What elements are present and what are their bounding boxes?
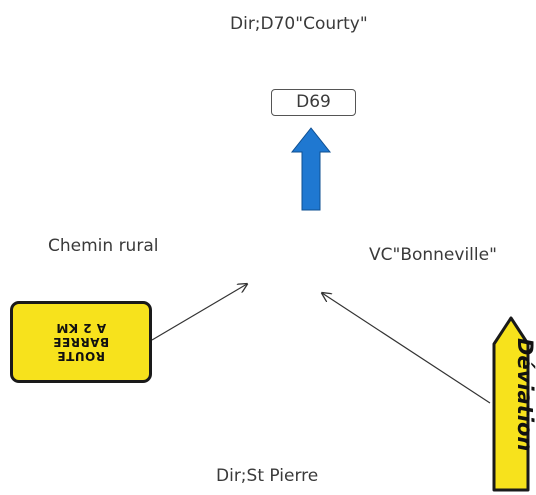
deviation-sign-text: Déviation [513,338,536,451]
pointer-line-deviation [322,293,491,404]
deviation-sign: Déviation [492,316,536,492]
road-closed-sign: ROUTE BARREE A 2 KM [10,301,152,383]
road-closed-line-2: BARREE [52,335,110,349]
direction-arrow-up [290,127,332,211]
pointer-line-barred [151,284,247,341]
road-closed-line-3: A 2 KM [55,321,107,335]
road-closed-line-1: ROUTE [56,349,106,363]
direction-label-west: Chemin rural [48,236,159,256]
road-number-tag: D69 [271,89,356,116]
direction-label-north: Dir;D70"Courty" [230,14,368,34]
direction-label-south: Dir;St Pierre [216,466,319,486]
direction-label-east: VC"Bonneville" [369,245,497,265]
